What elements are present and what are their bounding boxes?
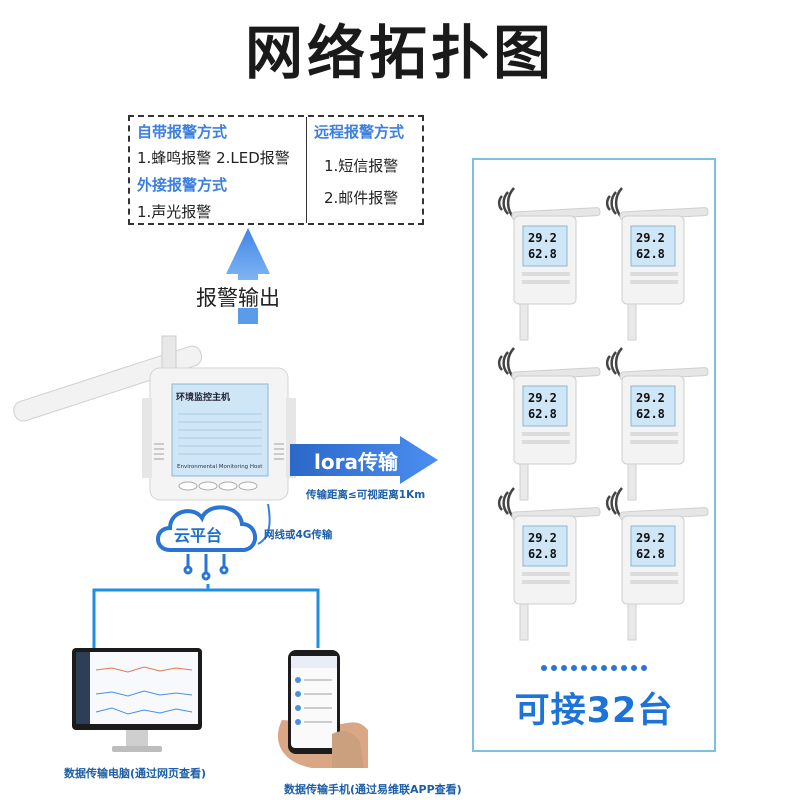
- builtin-alarm-items: 1.蜂鸣报警 2.LED报警: [137, 149, 290, 167]
- remote-alarm-item-email: 2.邮件报警: [324, 189, 399, 207]
- sensor-device: 29.2 62.8: [497, 187, 601, 341]
- cloud-platform-label: 云平台: [174, 526, 223, 545]
- host-model-text: Environmental Monitoring Host: [177, 464, 263, 470]
- svg-text:29.2: 29.2: [528, 531, 557, 545]
- builtin-alarm-title: 自带报警方式: [137, 123, 228, 141]
- cloud-link-curve: [257, 503, 271, 545]
- sensor-devices-layer: 29.2 62.8 29.2 62.8 29.2 62.8 29.2 62.8 29.2 62.8…: [497, 187, 709, 641]
- cloud-platform-icon: [156, 505, 257, 581]
- alarm-output-label: 报警输出: [196, 286, 280, 310]
- sensor-device: 29.2 62.8: [605, 347, 709, 501]
- monitoring-host-device: [13, 335, 296, 501]
- svg-text:62.8: 62.8: [528, 407, 557, 421]
- host-screen-title: 环境监控主机: [176, 393, 231, 403]
- svg-text:29.2: 29.2: [636, 391, 665, 405]
- external-alarm-items: 1.声光报警: [137, 203, 212, 221]
- svg-text:29.2: 29.2: [636, 231, 665, 245]
- alarm-methods-box: 自带报警方式 1.蜂鸣报警 2.LED报警 外接报警方式 1.声光报警 远程报警…: [128, 115, 424, 225]
- sensor-device: 29.2 62.8: [605, 487, 709, 641]
- svg-text:29.2: 29.2: [636, 531, 665, 545]
- remote-alarm-item-sms: 1.短信报警: [324, 157, 399, 175]
- alarm-box-divider: [306, 117, 307, 223]
- alarm-output-arrow: [226, 228, 270, 324]
- svg-text:62.8: 62.8: [636, 407, 665, 421]
- device-count-label: 可接32台: [514, 691, 674, 731]
- phone-client-label: 数据传输手机(通过易维联APP查看): [284, 783, 462, 796]
- client-connection-lines: [92, 584, 320, 648]
- cloud-link-label: 网线或4G传输: [264, 529, 333, 541]
- pc-monitor-icon: [72, 648, 202, 752]
- sensor-device: 29.2 62.8: [497, 487, 601, 641]
- lora-distance: 传输距离≤可视距离1Km: [306, 489, 426, 501]
- pc-client-label: 数据传输电脑(通过网页查看): [64, 767, 207, 780]
- svg-text:62.8: 62.8: [528, 247, 557, 261]
- phone-icon: [277, 650, 368, 768]
- lora-arrow: [290, 436, 438, 484]
- svg-text:29.2: 29.2: [528, 231, 557, 245]
- host-antenna: [13, 345, 203, 422]
- svg-text:62.8: 62.8: [528, 547, 557, 561]
- sensor-device: 29.2 62.8: [605, 187, 709, 341]
- external-alarm-title: 外接报警方式: [137, 176, 228, 194]
- page-title: 网络拓扑图: [244, 19, 555, 87]
- more-devices-dots: [541, 665, 647, 671]
- sensor-device: 29.2 62.8: [497, 347, 601, 501]
- svg-text:62.8: 62.8: [636, 247, 665, 261]
- svg-text:29.2: 29.2: [528, 391, 557, 405]
- svg-text:62.8: 62.8: [636, 547, 665, 561]
- remote-alarm-title: 远程报警方式: [314, 123, 405, 141]
- lora-label: lora传输: [314, 450, 398, 474]
